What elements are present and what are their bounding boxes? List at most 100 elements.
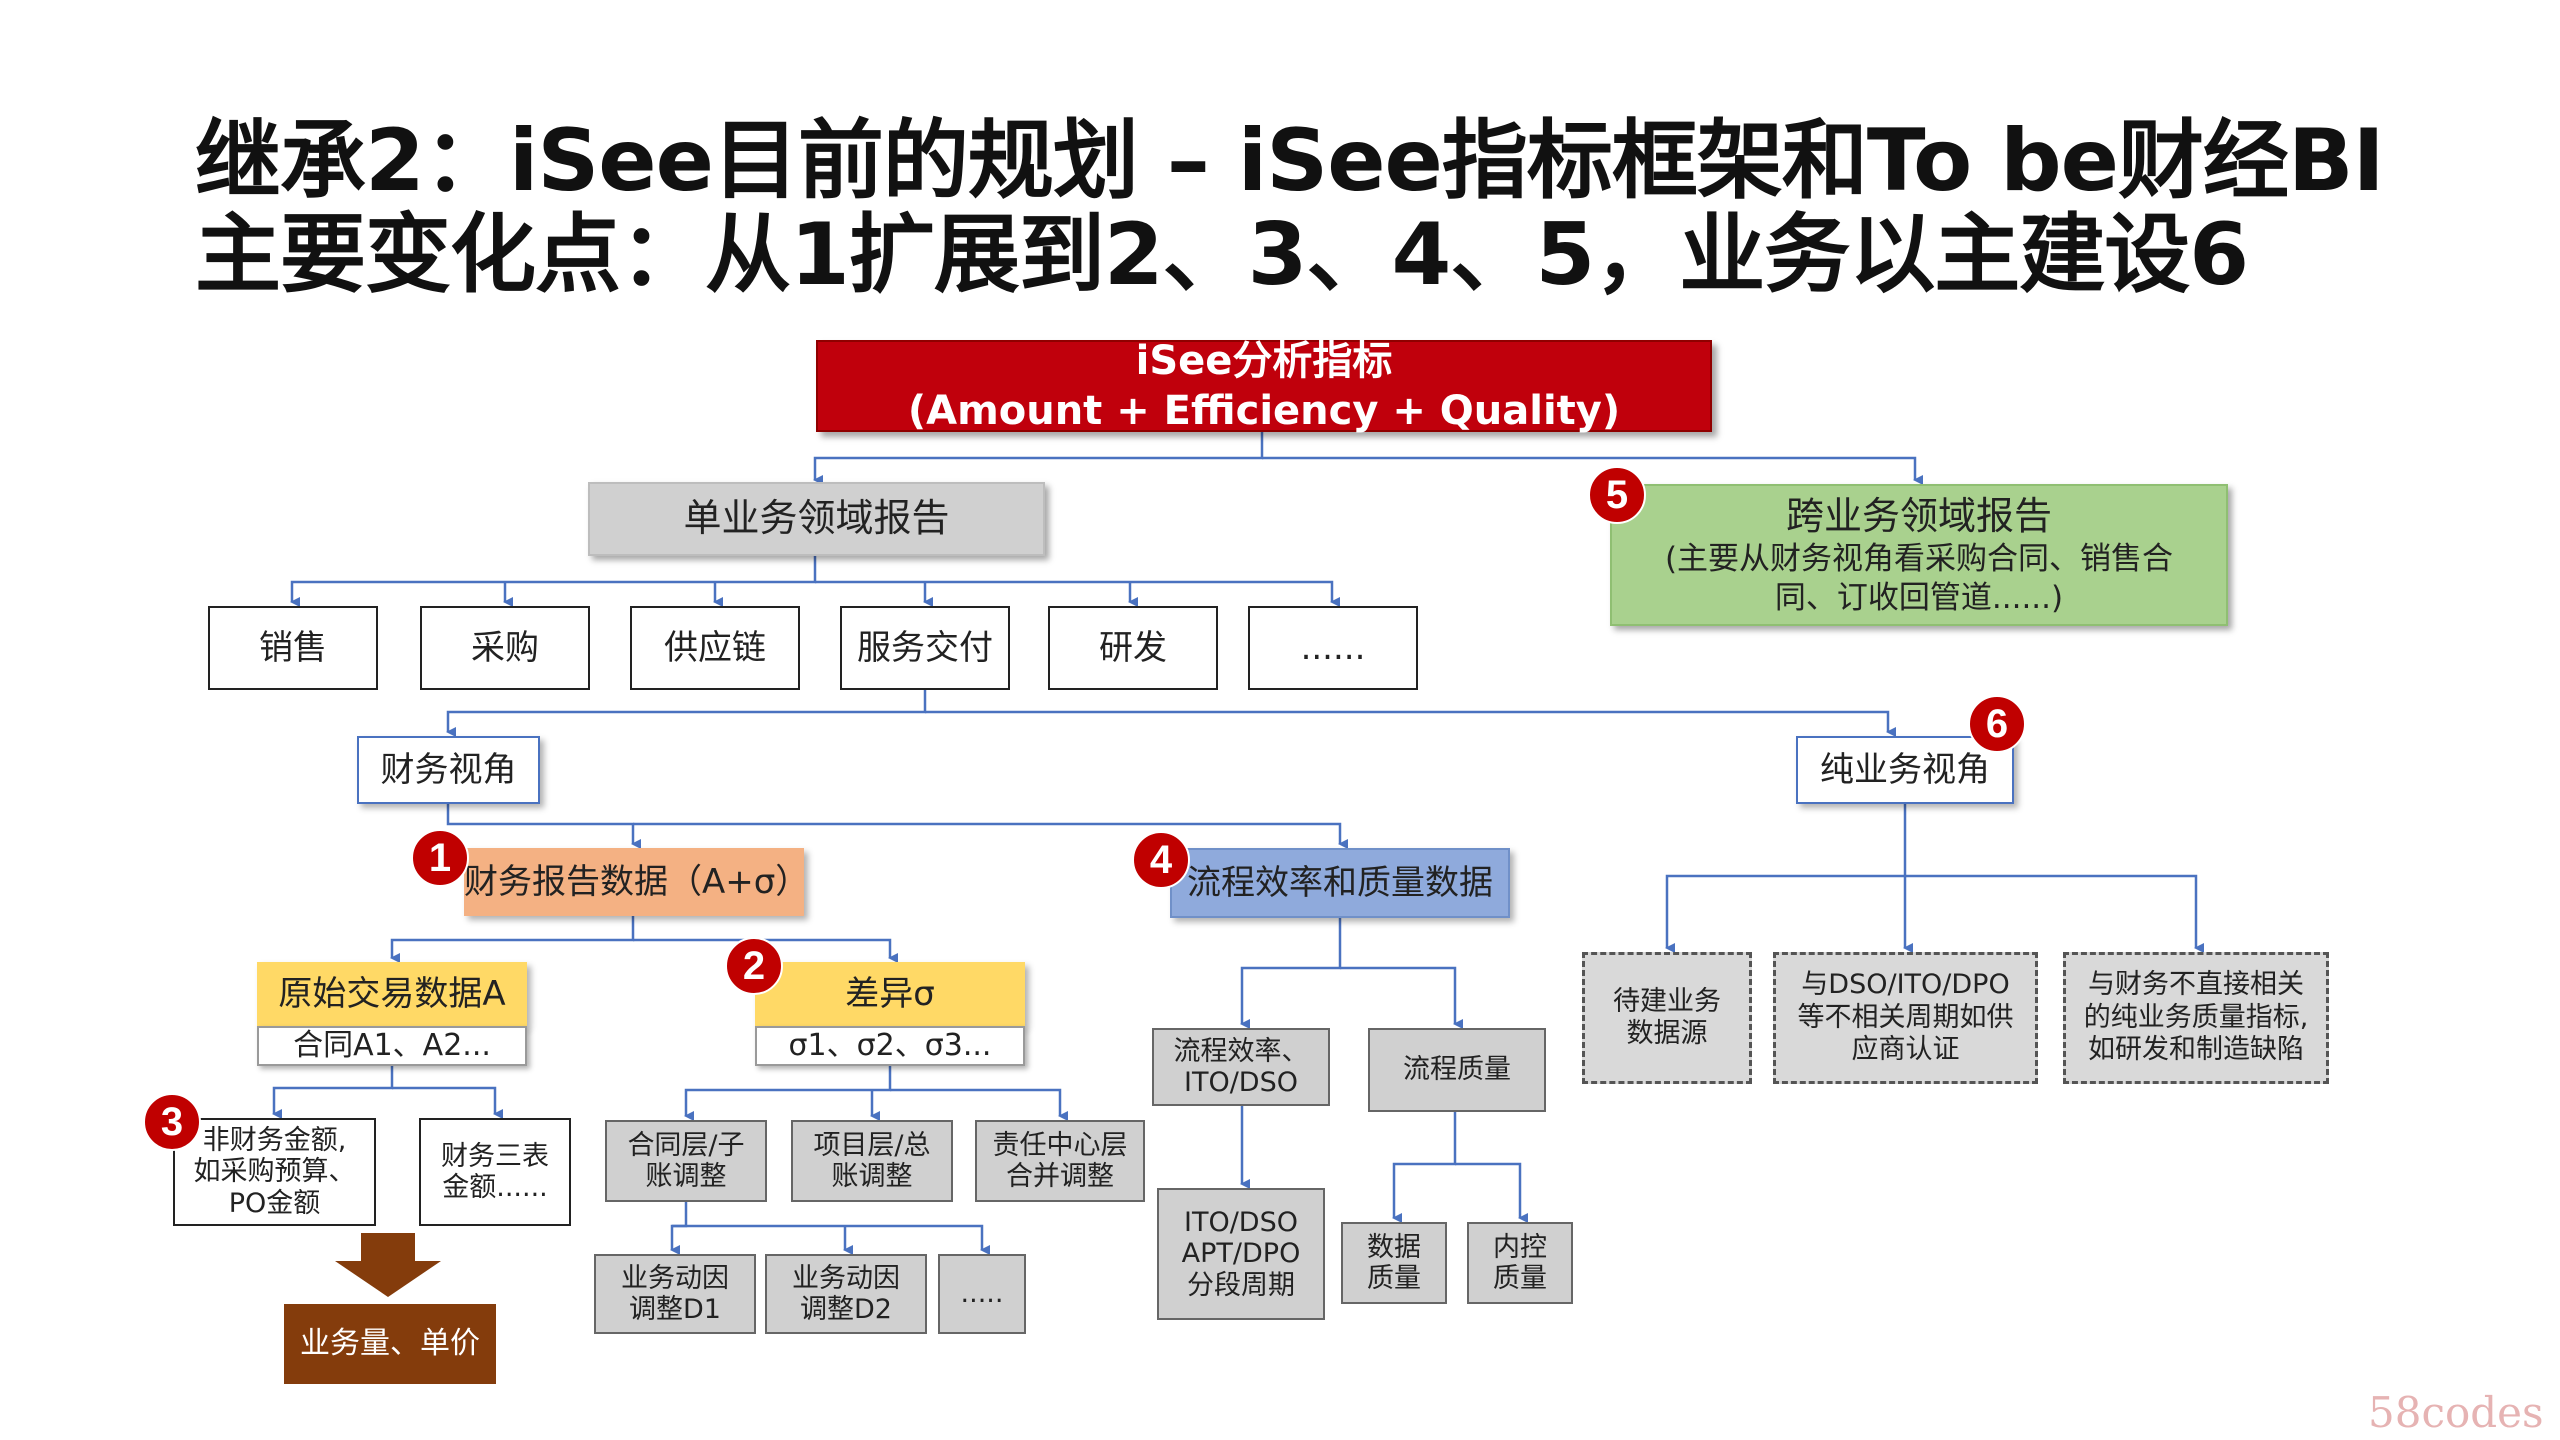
center-adjust-line2: 合并调整	[1006, 1161, 1114, 1192]
process-data-label: 流程效率和质量数据	[1187, 862, 1493, 903]
raw-data-sub-label: 合同A1、A2...	[293, 1028, 491, 1064]
variance-sub-label: σ1、σ2、σ3...	[788, 1028, 992, 1064]
raw-data-label: 原始交易数据A	[278, 973, 506, 1014]
internal-control-box: 内控 质量	[1467, 1222, 1573, 1304]
nonfinancial-amount-line3: PO金额	[228, 1187, 321, 1219]
related-line2: 等不相关周期如供	[1797, 1001, 2014, 1033]
pending-line2: 数据源	[1626, 1018, 1708, 1049]
contract-adjust-line1: 合同层/子	[627, 1129, 745, 1161]
cycle-box: ITO/DSO APT/DPO 分段周期	[1157, 1188, 1325, 1320]
project-adjust-line1: 项目层/总	[813, 1129, 931, 1161]
internal-control-line1: 内控	[1493, 1231, 1547, 1263]
single-domain-report-label: 单业务领域报告	[683, 496, 950, 541]
domain-sales-label: 销售	[259, 627, 327, 668]
badge-6: 6	[1968, 695, 2026, 753]
root-title: iSee分析指标	[1135, 338, 1393, 384]
driver-d1-line1: 业务动因	[621, 1262, 729, 1294]
process-quality-label: 流程质量	[1403, 1054, 1511, 1086]
financial-statements-line1: 财务三表	[441, 1140, 549, 1172]
domain-procurement: 采购	[420, 606, 590, 690]
finance-report-data-label: 财务报告数据（A+σ）	[464, 861, 810, 902]
unrelated-quality-box: 与财务不直接相关 的纯业务质量指标, 如研发和制造缺陷	[2063, 952, 2329, 1084]
pending-line1: 待建业务	[1613, 985, 1721, 1017]
domain-more: ......	[1248, 606, 1418, 690]
related-cycle-box: 与DSO/ITO/DPO 等不相关周期如供 应商认证	[1773, 952, 2038, 1084]
finance-report-data-box: 财务报告数据（A+σ）	[464, 848, 810, 916]
driver-more-box: .....	[938, 1254, 1026, 1334]
data-quality-box: 数据 质量	[1341, 1222, 1447, 1304]
process-efficiency-box: 流程效率、 ITO/DSO	[1152, 1028, 1330, 1106]
internal-control-line2: 质量	[1493, 1263, 1547, 1294]
center-adjust-box: 责任中心层 合并调整	[975, 1120, 1145, 1202]
unrelated-line1: 与财务不直接相关	[2088, 969, 2304, 1001]
domain-supply-chain-label: 供应链	[664, 627, 766, 668]
title-line-2: 主要变化点：从1扩展到2、3、4、5，业务以主建设6	[195, 205, 2249, 305]
driver-d1-box: 业务动因 调整D1	[594, 1254, 756, 1334]
domain-service-delivery-label: 服务交付	[857, 627, 993, 668]
variance-sub-box: σ1、σ2、σ3...	[755, 1026, 1025, 1066]
down-arrow-icon	[335, 1233, 441, 1297]
driver-d1-line2: 调整D1	[629, 1294, 721, 1325]
driver-d2-line1: 业务动因	[792, 1262, 900, 1294]
pure-business-view-box: 纯业务视角	[1796, 736, 2014, 804]
driver-more-label: .....	[960, 1278, 1004, 1310]
nonfinancial-amount-box: 非财务金额, 如采购预算、 PO金额	[173, 1118, 376, 1226]
cross-domain-desc-line2: 同、订收回管道......)	[1774, 579, 2064, 616]
unrelated-line2: 的纯业务质量指标,	[2083, 1001, 2309, 1033]
driver-d2-box: 业务动因 调整D2	[765, 1254, 927, 1334]
pending-data-source-box: 待建业务 数据源	[1582, 952, 1752, 1084]
volume-price-box: 业务量、单价	[284, 1304, 496, 1384]
cycle-line2: APT/DPO	[1181, 1238, 1301, 1270]
cross-domain-title: 跨业务领域报告	[1785, 493, 2052, 538]
domain-rnd-label: 研发	[1099, 627, 1167, 668]
badge-5: 5	[1588, 466, 1646, 524]
process-data-box: 流程效率和质量数据	[1170, 848, 1510, 918]
domain-procurement-label: 采购	[471, 627, 539, 668]
project-adjust-line2: 账调整	[831, 1161, 913, 1192]
domain-service-delivery: 服务交付	[840, 606, 1010, 690]
cycle-line1: ITO/DSO	[1184, 1207, 1298, 1239]
contract-adjust-line2: 账调整	[645, 1161, 727, 1192]
volume-price-label: 业务量、单价	[300, 1326, 480, 1362]
finance-view-box: 财务视角	[357, 736, 540, 804]
cross-domain-desc-line1: (主要从财务视角看采购合同、销售合	[1664, 541, 2174, 577]
domain-rnd: 研发	[1048, 606, 1218, 690]
project-adjust-box: 项目层/总 账调整	[791, 1120, 953, 1202]
driver-d2-line2: 调整D2	[800, 1294, 892, 1325]
unrelated-line3: 如研发和制造缺陷	[2088, 1034, 2304, 1066]
title-line-1: 继承2：iSee目前的规划 – iSee指标框架和To be财经BI	[195, 111, 2385, 211]
nonfinancial-amount-line1: 非财务金额,	[202, 1125, 347, 1157]
domain-supply-chain: 供应链	[630, 606, 800, 690]
badge-3: 3	[143, 1093, 201, 1151]
variance-label: 差异σ	[845, 973, 935, 1014]
raw-data-box: 原始交易数据A	[257, 962, 527, 1026]
badge-4: 4	[1132, 831, 1190, 889]
related-line3: 应商认证	[1851, 1034, 1960, 1066]
center-adjust-line1: 责任中心层	[992, 1129, 1128, 1161]
pure-business-view-label: 纯业务视角	[1820, 749, 1990, 790]
process-efficiency-line1: 流程效率、	[1173, 1035, 1309, 1067]
contract-adjust-box: 合同层/子 账调整	[605, 1120, 767, 1202]
variance-box: 差异σ	[755, 962, 1025, 1026]
watermark: 58codes	[2368, 1388, 2544, 1437]
financial-statements-line2: 金额......	[442, 1172, 548, 1203]
financial-statements-box: 财务三表 金额......	[419, 1118, 571, 1226]
badge-1: 1	[411, 829, 469, 887]
root-subtitle: (Amount + Efficiency + Quality)	[907, 388, 1621, 434]
domain-sales: 销售	[208, 606, 378, 690]
data-quality-line1: 数据	[1367, 1231, 1421, 1263]
badge-2: 2	[725, 937, 783, 995]
data-quality-line2: 质量	[1367, 1263, 1421, 1294]
related-line1: 与DSO/ITO/DPO	[1801, 969, 2010, 1001]
cross-domain-report-box: 跨业务领域报告 (主要从财务视角看采购合同、销售合 同、订收回管道......)	[1610, 484, 2228, 626]
nonfinancial-amount-line2: 如采购预算、	[193, 1156, 356, 1188]
finance-view-label: 财务视角	[380, 749, 517, 790]
process-quality-box: 流程质量	[1368, 1028, 1546, 1112]
cycle-line3: 分段周期	[1187, 1269, 1295, 1301]
domain-more-label: ......	[1300, 627, 1366, 668]
single-domain-report-box: 单业务领域报告	[588, 482, 1045, 556]
process-efficiency-line2: ITO/DSO	[1184, 1067, 1298, 1098]
raw-data-sub-box: 合同A1、A2...	[257, 1026, 527, 1066]
root-metrics-box: iSee分析指标 (Amount + Efficiency + Quality)	[816, 338, 1712, 434]
